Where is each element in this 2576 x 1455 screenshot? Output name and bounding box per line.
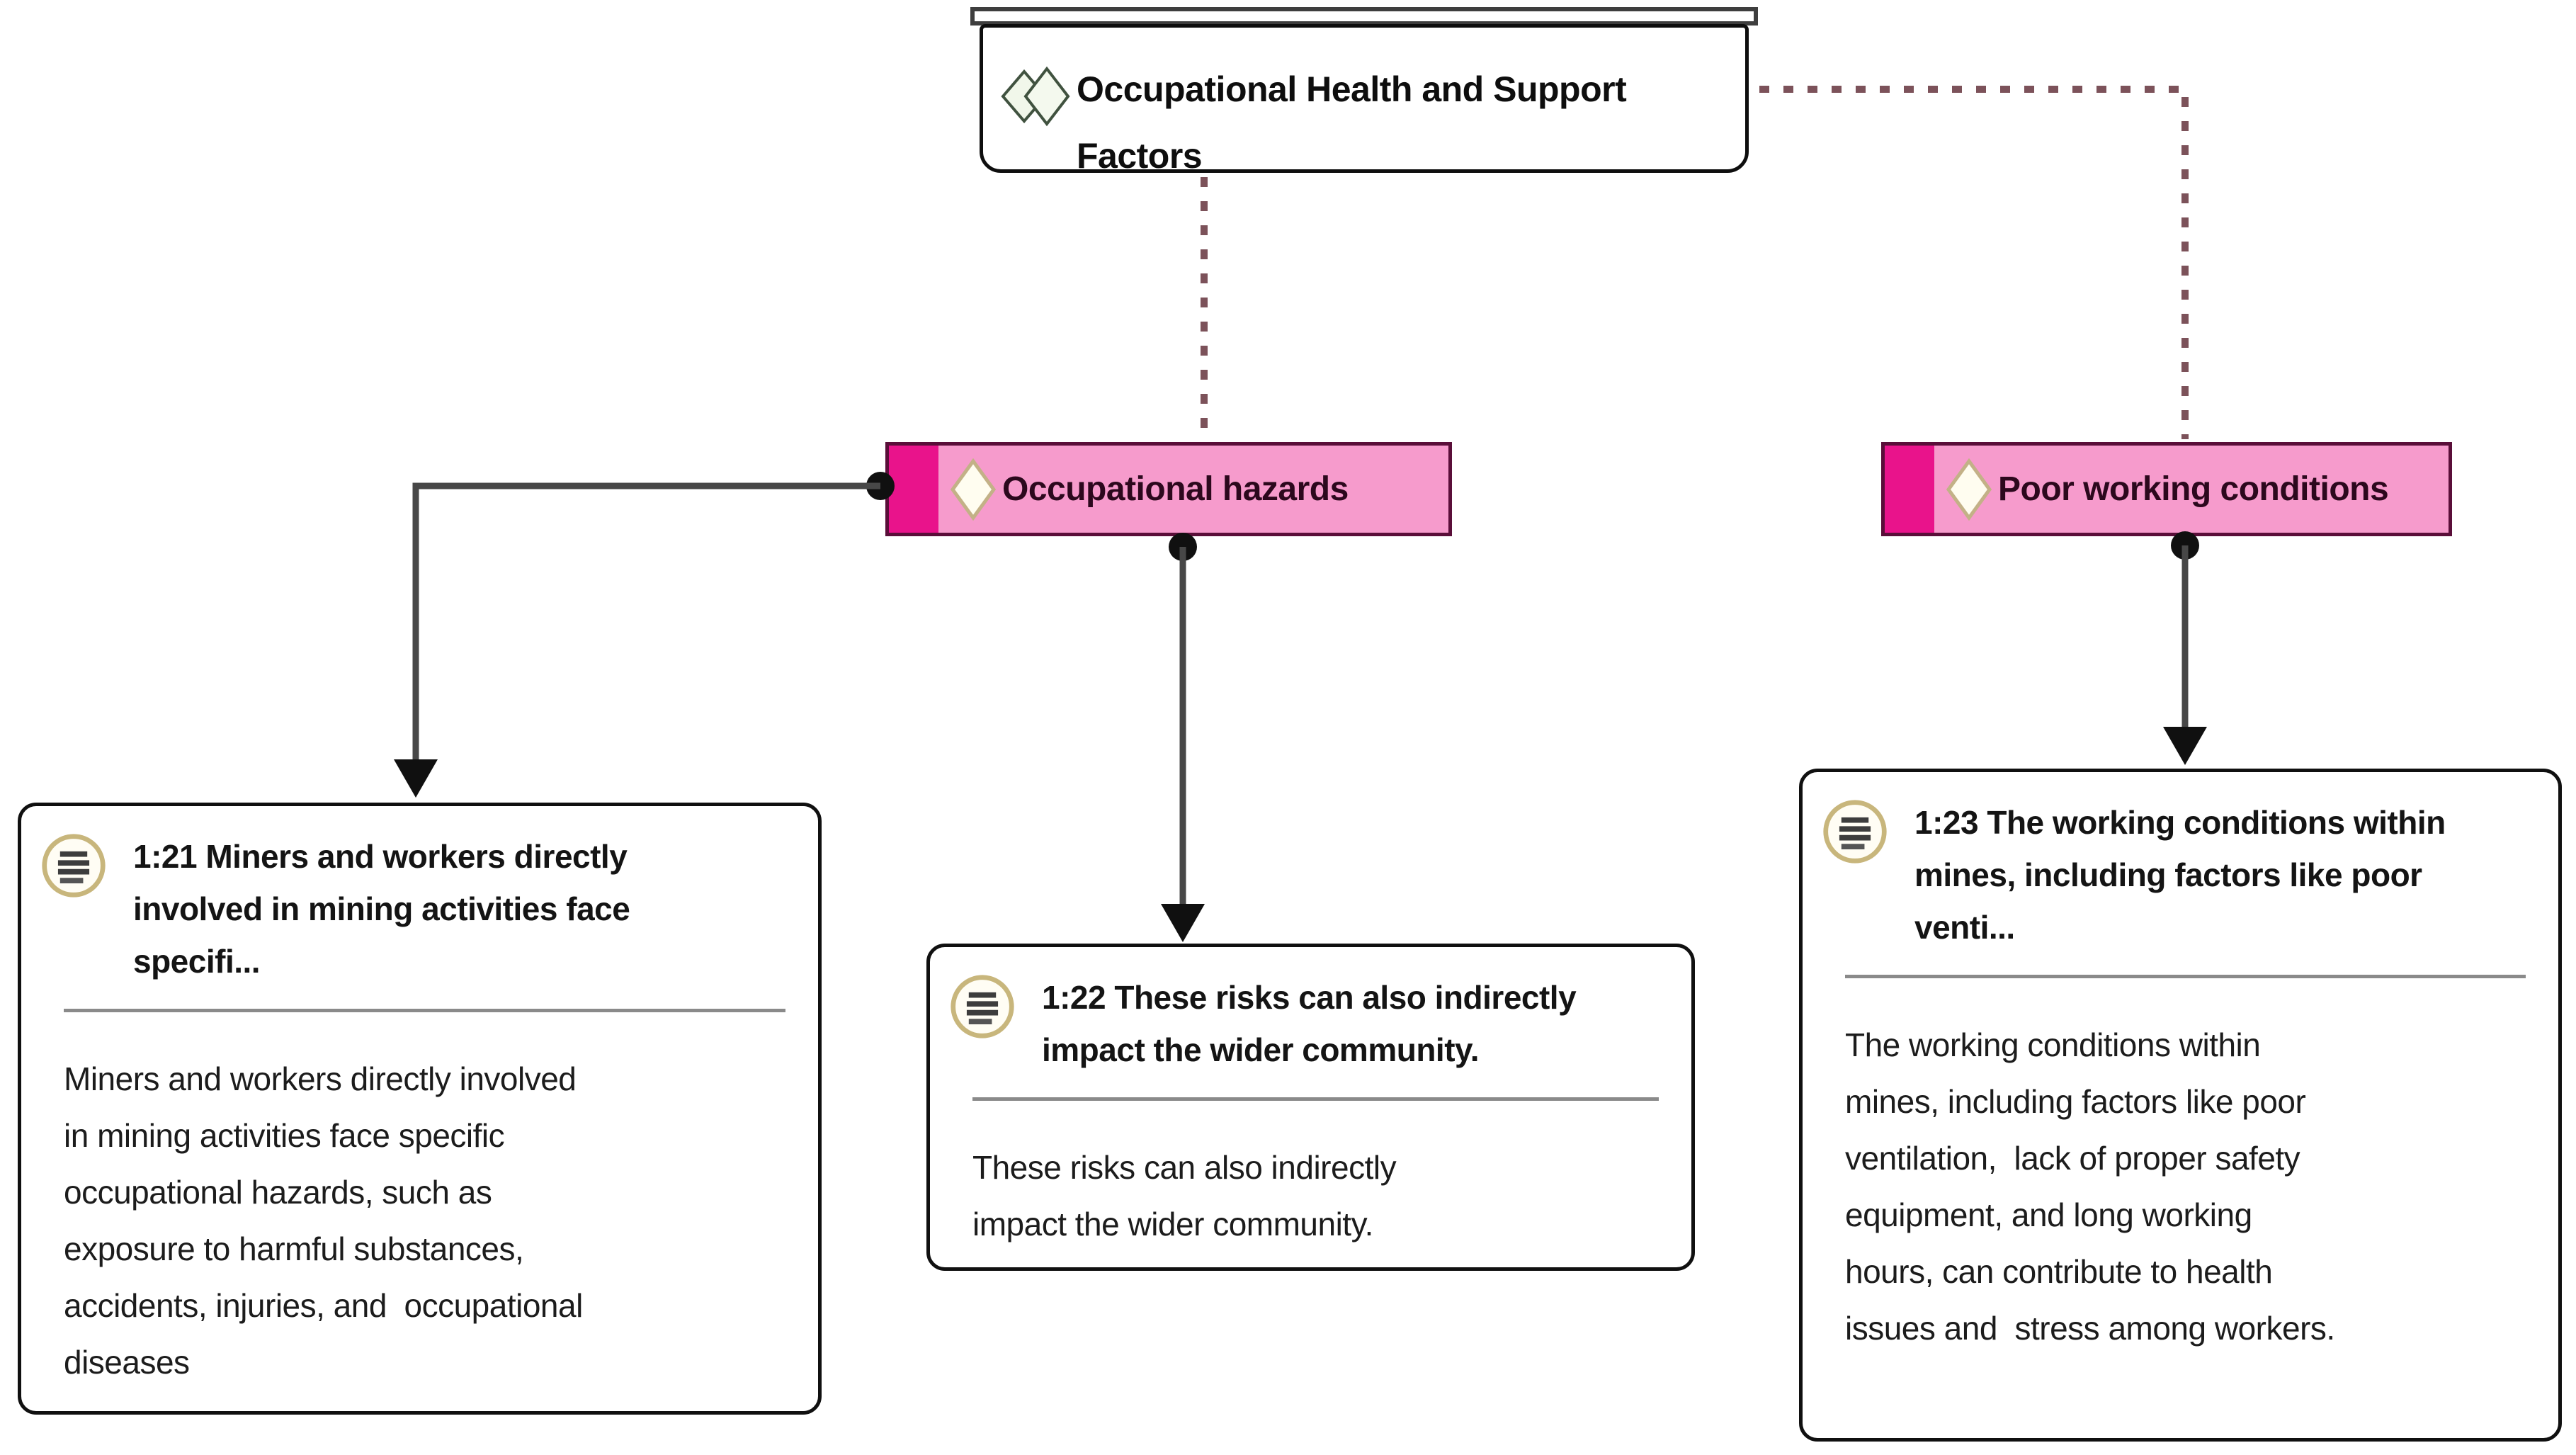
- link-poor-working-conditions-to-quote-1-23[interactable]: [2163, 531, 2207, 765]
- quotation-node-1-23[interactable]: 1:23 The working conditions within mines…: [1799, 769, 2562, 1442]
- group-node-label: Occupational Health and Support Factors: [1077, 69, 1627, 176]
- code-color-strip: [889, 446, 938, 533]
- quotation-separator: [1845, 975, 2526, 978]
- code-node-poor-working-conditions[interactable]: Poor working conditions: [1881, 442, 2452, 536]
- code-node-occupational-hazards[interactable]: Occupational hazards: [885, 442, 1452, 536]
- quotation-body: The working conditions within mines, inc…: [1845, 1026, 2335, 1347]
- link-arrowhead: [2163, 727, 2207, 765]
- link-group-to-poor-working-conditions[interactable]: [1759, 86, 2189, 439]
- link-line[interactable]: [412, 482, 880, 762]
- code-group-double-diamond-icon: [1001, 66, 1070, 127]
- quotation-node-1-22[interactable]: 1:22 These risks can also indirectly imp…: [926, 944, 1695, 1271]
- quotation-header: 1:23 The working conditions within mines…: [1914, 804, 2446, 946]
- link-arrowhead: [1161, 904, 1205, 942]
- code-node-label: Occupational hazards: [1002, 470, 1349, 508]
- code-diamond-icon: [950, 458, 997, 521]
- quotation-separator: [64, 1009, 785, 1012]
- code-node-label: Poor working conditions: [1998, 470, 2389, 508]
- quotation-separator: [972, 1097, 1659, 1101]
- quotation-node-1-21[interactable]: 1:21 Miners and workers directly involve…: [18, 803, 822, 1415]
- quotation-header: 1:21 Miners and workers directly involve…: [133, 838, 630, 980]
- quotation-header: 1:22 These risks can also indirectly imp…: [1042, 979, 1577, 1068]
- group-node-occupational-health[interactable]: Occupational Health and Support Factors: [980, 24, 1749, 176]
- code-diamond-icon: [1946, 458, 1992, 521]
- link-arrowhead: [394, 759, 438, 798]
- link-dotted-line[interactable]: [1759, 86, 2189, 439]
- group-node-top-bar[interactable]: [970, 7, 1758, 26]
- quotation-body: These risks can also indirectly impact t…: [972, 1149, 1397, 1242]
- quotation-icon: [42, 834, 106, 898]
- link-occupational-hazards-to-quote-1-21[interactable]: [394, 472, 895, 798]
- quotation-body: Miners and workers directly involved in …: [64, 1060, 583, 1381]
- quotation-icon: [951, 975, 1014, 1038]
- code-color-strip: [1885, 446, 1934, 533]
- link-occupational-hazards-to-quote-1-22[interactable]: [1161, 533, 1205, 942]
- quotation-icon: [1823, 800, 1887, 864]
- link-source-dot: [1169, 533, 1197, 561]
